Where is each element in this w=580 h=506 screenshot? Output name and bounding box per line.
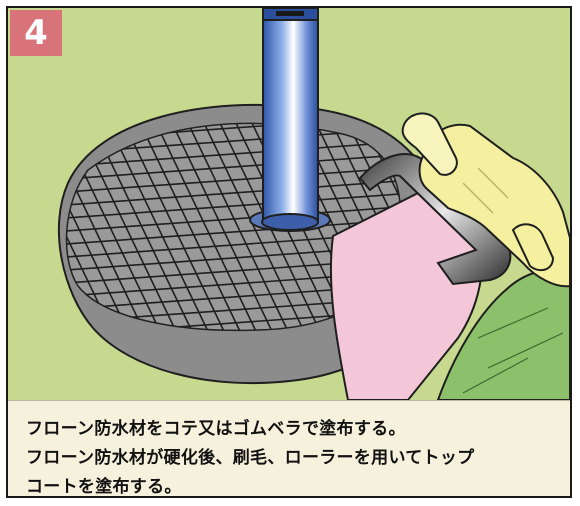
mesh-line xyxy=(159,123,281,331)
mesh-line xyxy=(66,165,401,195)
illustration-scene xyxy=(8,8,570,400)
caption-line: フローン防水材が硬化後、刷毛、ローラーを用いてトップ xyxy=(26,448,475,468)
step-badge-bg xyxy=(10,10,62,56)
mesh-line xyxy=(66,204,401,234)
mesh-line xyxy=(143,123,265,331)
pipe-icon xyxy=(249,8,331,232)
step-number-badge: 4 xyxy=(24,13,48,53)
mesh-line xyxy=(66,191,401,221)
gloved-hand-icon xyxy=(401,112,570,288)
caption-line: コートを塗布する。 xyxy=(26,477,182,497)
mesh-line xyxy=(66,178,401,208)
mesh-line xyxy=(66,152,401,182)
caption-line: フローン防水材をコテ又はゴムベラで塗布する。 xyxy=(26,419,406,439)
mesh-line xyxy=(66,123,137,331)
illustration-frame: 4 フローン防水材をコテ又はゴムベラで塗布する。 フローン防水材が硬化後、刷毛、… xyxy=(6,6,572,498)
mesh-line xyxy=(66,123,153,331)
caption-panel: フローン防水材をコテ又はゴムベラで塗布する。 フローン防水材が硬化後、刷毛、ロー… xyxy=(8,400,570,496)
trowel-icon xyxy=(329,153,512,400)
mesh-line xyxy=(66,139,401,169)
